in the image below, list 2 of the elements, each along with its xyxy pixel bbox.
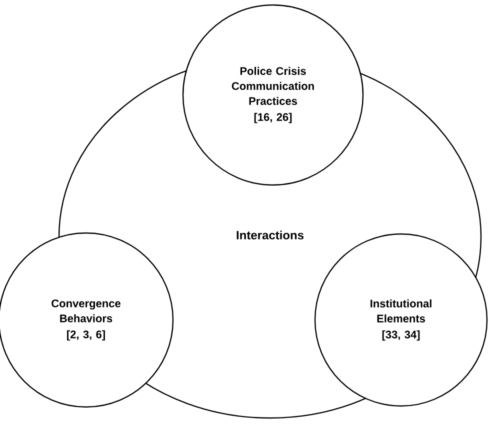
- node-label: Institutional Elements: [370, 299, 432, 322]
- node-label: [33, 34]: [382, 330, 420, 341]
